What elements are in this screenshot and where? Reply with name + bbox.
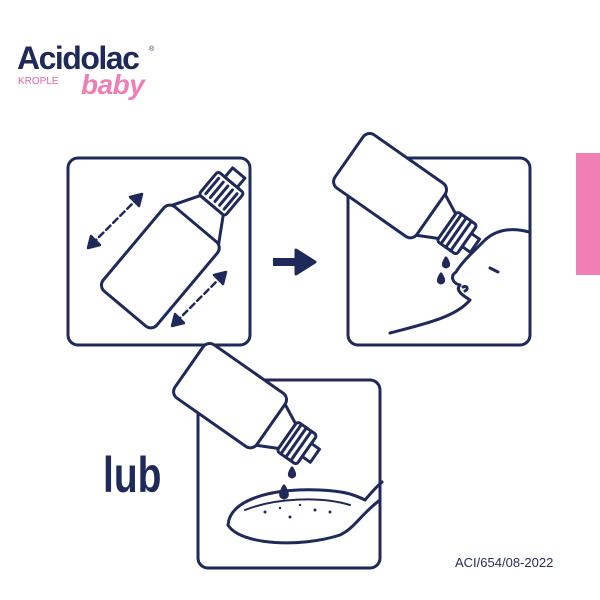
drop-icon [436, 272, 446, 285]
logo-brand: Acidolac [17, 40, 140, 76]
next-arrow-icon [273, 248, 317, 276]
spoon-icon [226, 480, 384, 527]
panel-mouth [332, 132, 532, 347]
bottle-icon [172, 342, 322, 466]
document-code: ACI/654/08-2022 [455, 555, 554, 570]
logo-subtitle: KROPLE [18, 76, 59, 87]
drop-icon [287, 466, 297, 479]
baby-face-icon [388, 228, 531, 335]
panel-shake [66, 156, 252, 347]
shake-arrow-icon [86, 192, 228, 328]
or-label: lub [103, 447, 162, 503]
drop-icon [279, 484, 289, 500]
bottle-icon [99, 166, 247, 330]
bottle-icon [332, 132, 482, 256]
logo-registered: ® [149, 46, 155, 53]
drop-icon [441, 256, 451, 269]
logo-variant: baby [81, 69, 145, 100]
panel-spoon [172, 342, 384, 570]
side-tab[interactable] [576, 153, 600, 275]
